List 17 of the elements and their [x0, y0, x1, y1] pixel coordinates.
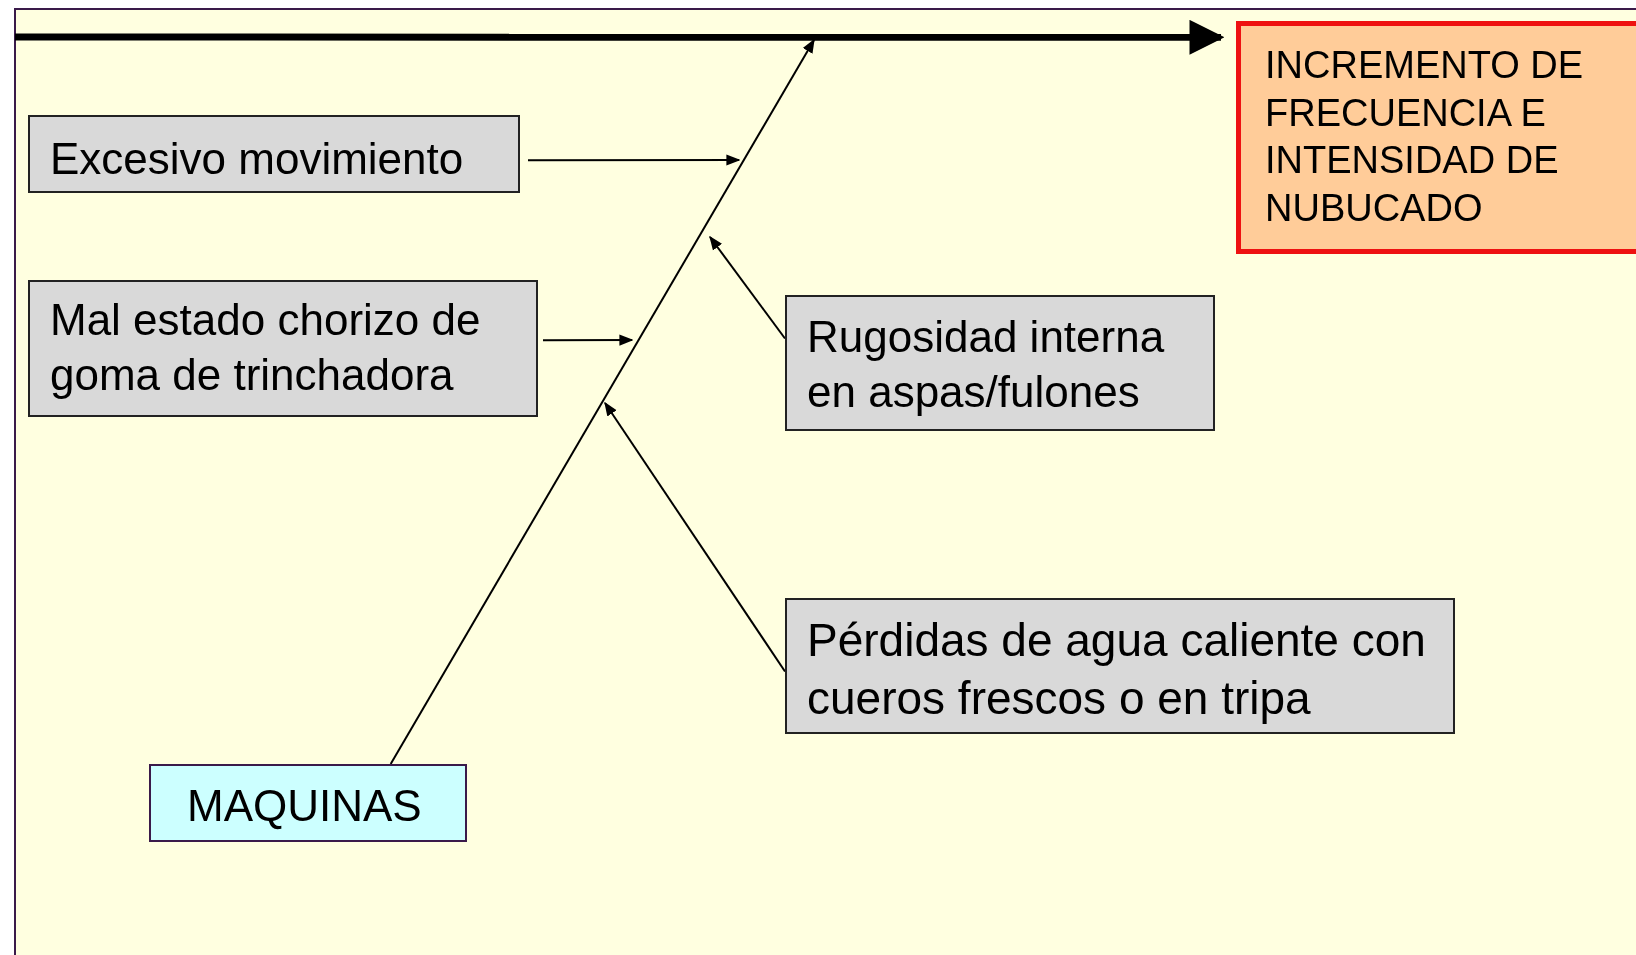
arrow	[389, 38, 815, 765]
box-text: Mal estado chorizo de goma de trinchadora	[50, 294, 482, 401]
arrow	[542, 334, 634, 346]
cause-box	[785, 598, 1455, 734]
box-text: Excesivo movimiento	[50, 133, 465, 185]
box-text: Rugosidad interna en aspas/fulones	[807, 311, 1166, 418]
box-text: MAQUINAS	[187, 780, 423, 832]
cause-box	[785, 295, 1215, 431]
arrow	[527, 154, 741, 166]
category-box	[149, 764, 467, 842]
box-text: INCREMENTO DE FRECUENCIA E INTENSIDAD DE NUBUCADO	[1265, 43, 1585, 231]
box-text: Pérdidas de agua caliente con cueros frescos o en tripa	[807, 613, 1427, 726]
effect-box	[1236, 21, 1636, 254]
cause-box	[28, 280, 538, 417]
arrow	[604, 401, 786, 673]
cause-box	[28, 115, 520, 193]
arrow	[709, 235, 786, 340]
